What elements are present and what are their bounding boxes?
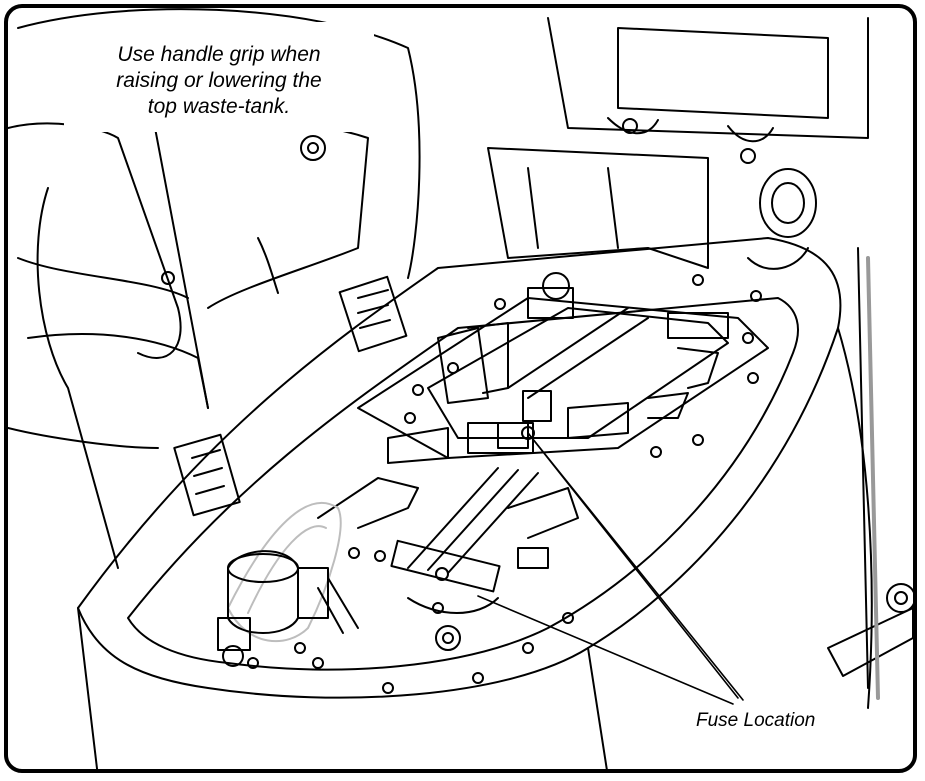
callout-line-2: raising or lowering the <box>116 69 322 92</box>
base-tray <box>77 237 873 769</box>
machine-line-drawing <box>8 8 913 769</box>
hinge-brackets <box>173 275 408 517</box>
illustration-frame: Use handle grip when raising or lowering… <box>4 4 917 773</box>
center-plate <box>357 272 769 464</box>
bolts <box>247 274 762 694</box>
ghost-handle-grip <box>227 502 342 642</box>
fuse-leader-lines <box>477 432 744 705</box>
side-clamp-knob <box>827 247 913 700</box>
callout-line-3: top waste-tank. <box>147 95 291 118</box>
callout-line-1: Use handle grip when <box>117 43 321 66</box>
rear-console <box>487 17 869 270</box>
lower-rails <box>317 467 579 651</box>
pump-assembly <box>217 550 359 667</box>
fuse-location-label: Fuse Location <box>692 708 820 734</box>
handle-grip-callout: Use handle grip when raising or lowering… <box>64 22 374 132</box>
